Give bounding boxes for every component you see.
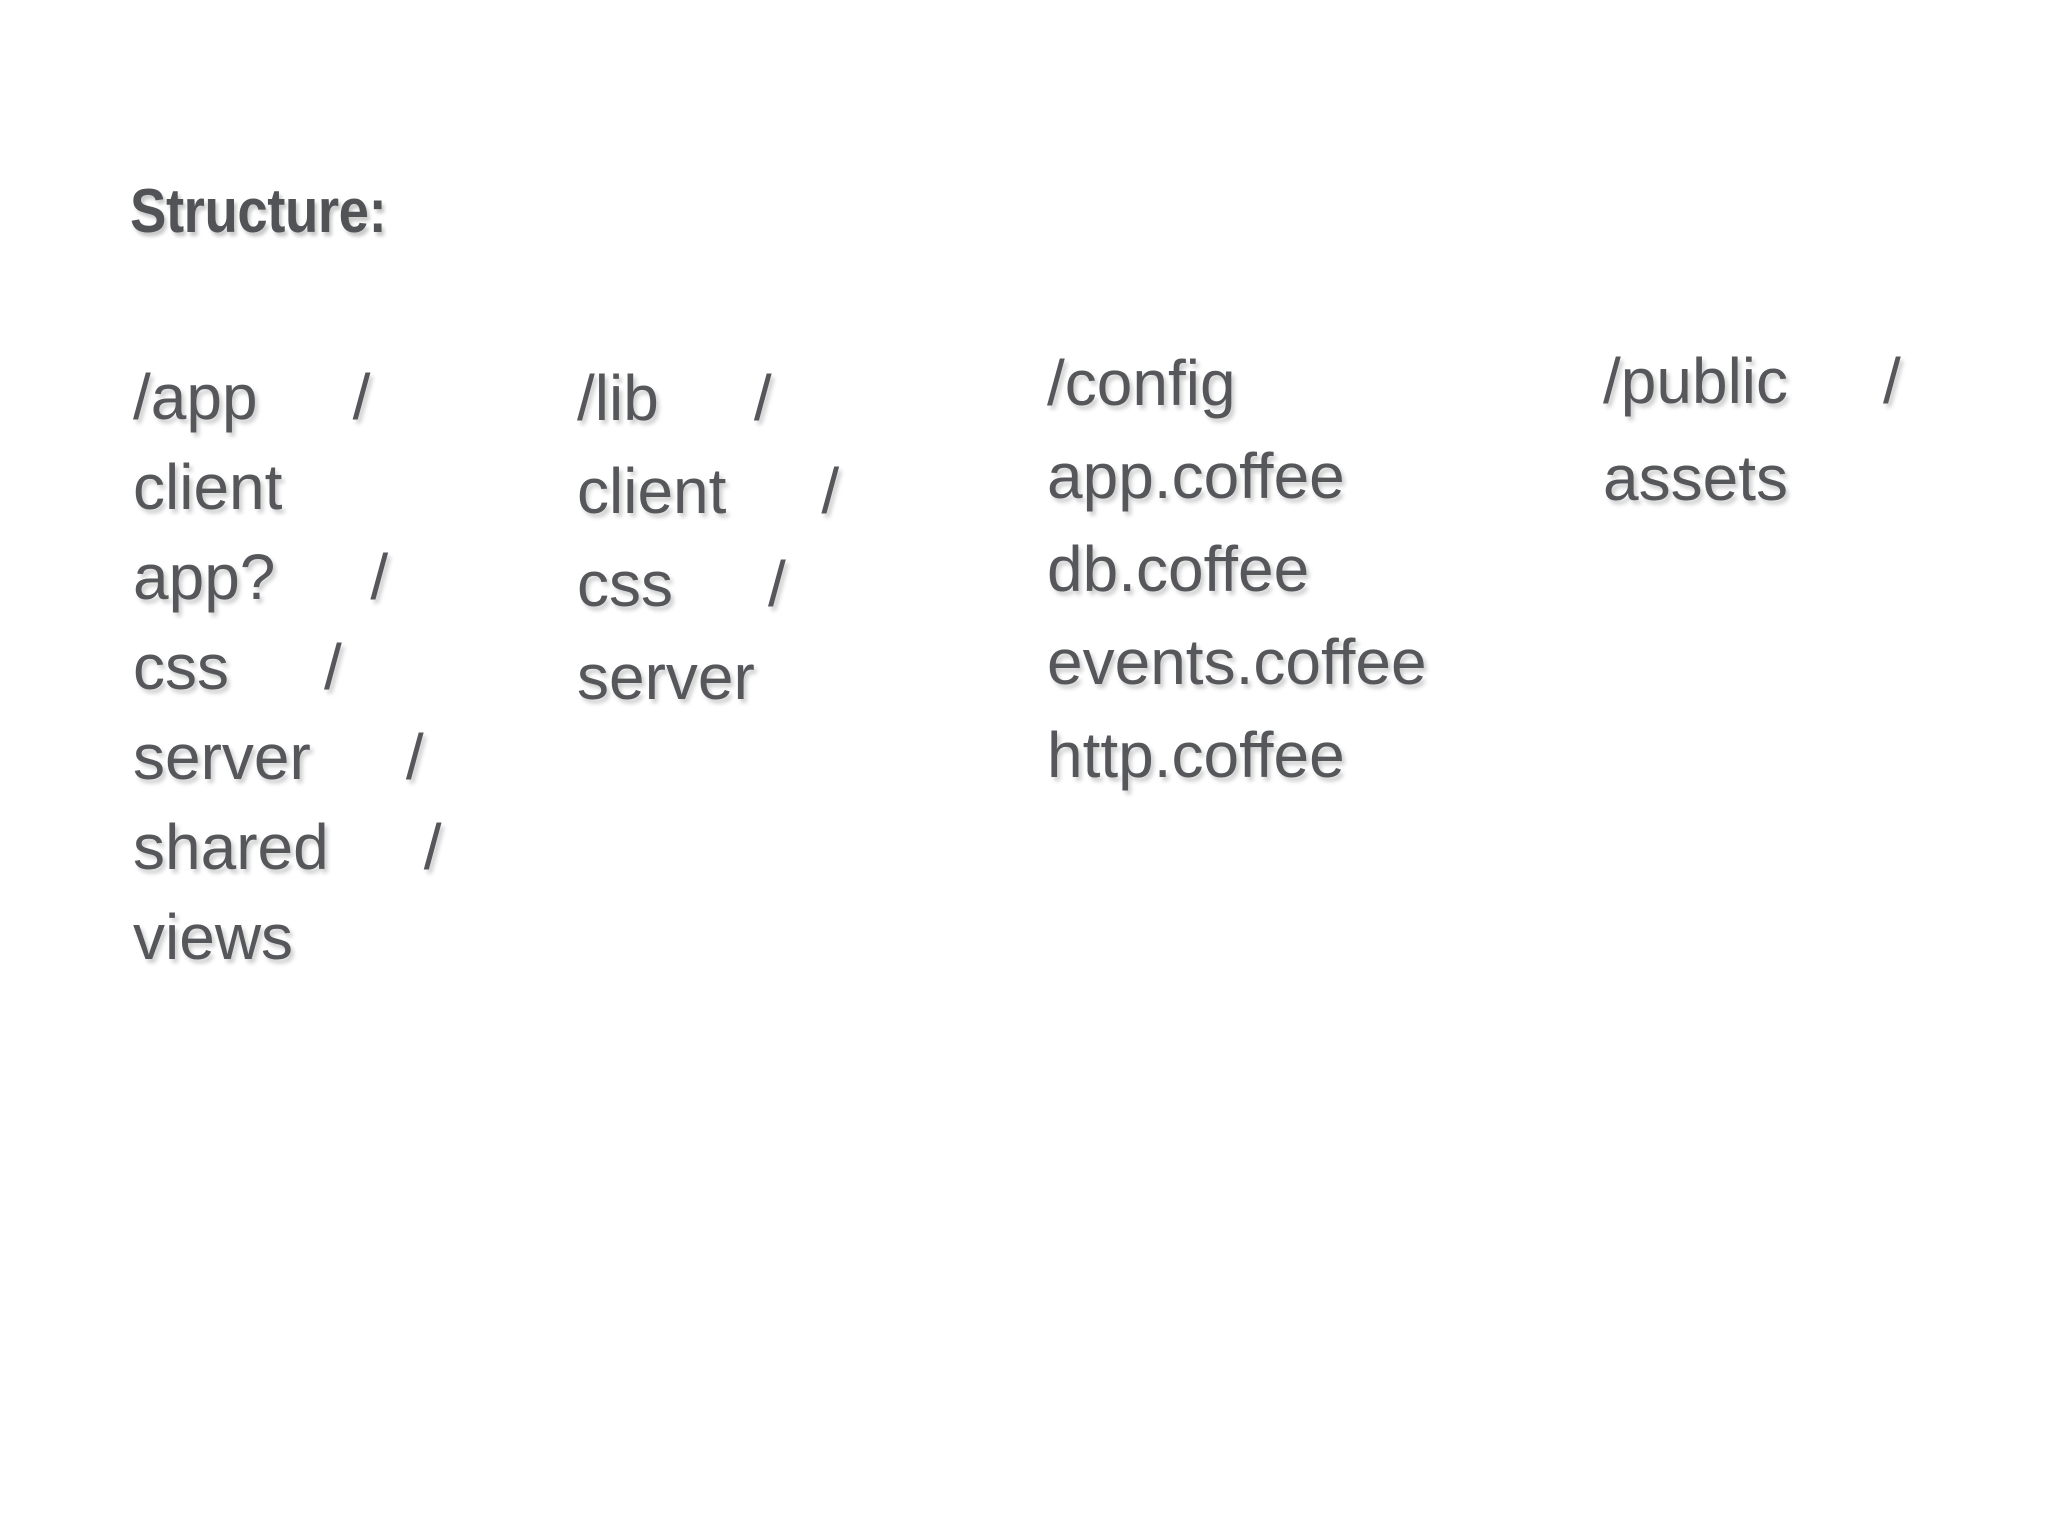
page-title: Structure: [130, 177, 387, 246]
tree-item-label: css [577, 548, 673, 620]
tree-item-label: assets [1603, 442, 1788, 514]
tree-item-label: server [577, 641, 755, 713]
tree-item: css / [577, 538, 839, 631]
tree-item-label: client [133, 451, 283, 523]
tree-item: app? / [133, 532, 441, 622]
dir-slash: / [768, 548, 786, 620]
tree-item: events.coffee [1047, 616, 1427, 709]
tree-item-label: server [133, 721, 311, 793]
dir-slash: / [405, 721, 424, 793]
tree-item-label: css [133, 631, 229, 703]
tree-item-label: client [577, 455, 727, 527]
tree-item: /lib / [577, 352, 839, 445]
tree-item: /config [1047, 337, 1427, 430]
tree-item: app.coffee [1047, 430, 1427, 523]
tree-item: assets [1603, 430, 1901, 527]
dir-slash: / [352, 361, 371, 433]
tree-item: css / [133, 622, 441, 712]
tree-item-label: db.coffee [1047, 533, 1310, 605]
tree-item: client / [577, 445, 839, 538]
tree-column-app: /app/ client app?/ css/ server/ shared/ … [133, 352, 441, 982]
tree-item: /public / [1603, 333, 1901, 430]
tree-item-label: shared [133, 811, 329, 883]
tree-item-label: http.coffee [1047, 719, 1345, 791]
tree-item: client [133, 442, 441, 532]
dir-slash: / [1883, 345, 1901, 417]
tree-item-label: app? [133, 541, 276, 613]
tree-item-label: events.coffee [1047, 626, 1427, 698]
tree-item: /app / [133, 352, 441, 442]
dir-slash: / [370, 541, 389, 613]
dir-slash: / [423, 811, 442, 883]
tree-item: shared / [133, 802, 441, 892]
tree-item: server [577, 631, 839, 724]
dir-slash: / [753, 362, 772, 434]
tree-item: db.coffee [1047, 523, 1427, 616]
dir-slash: / [324, 631, 342, 703]
tree-column-lib: /lib / client / css / server [577, 352, 839, 724]
dir-slash: / [821, 455, 840, 527]
tree-item-label: /app [133, 361, 258, 433]
tree-item-label: /config [1047, 347, 1236, 419]
tree-item: server / [133, 712, 441, 802]
tree-item-label: views [133, 901, 294, 973]
tree-column-config: /config app.coffee db.coffee events.coff… [1047, 337, 1427, 802]
tree-item-label: /public [1603, 345, 1788, 417]
tree-item-label: /lib [577, 362, 659, 434]
tree-item: views [133, 892, 441, 982]
tree-item: http.coffee [1047, 709, 1427, 802]
tree-column-public: /public / assets [1603, 333, 1901, 527]
tree-item-label: app.coffee [1047, 440, 1345, 512]
